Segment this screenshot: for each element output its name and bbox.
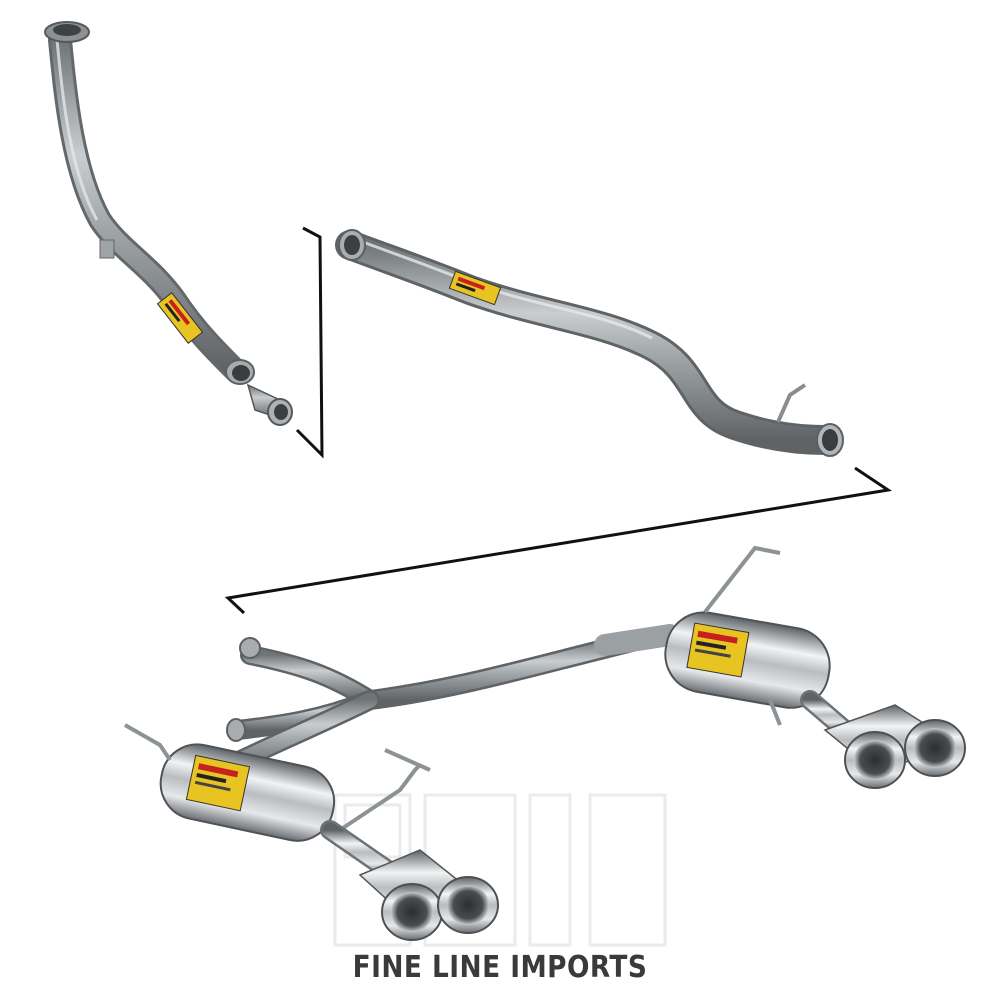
rear-exhaust-section [124,545,966,941]
right-tailpipe-tips [823,704,966,789]
downpipe [44,21,255,385]
assembly-connector-lines [224,226,893,615]
connector-sleeve [246,383,293,426]
watermark-monogram [333,793,667,947]
mid-pipe [335,229,844,457]
left-muffler [124,723,431,885]
left-tailpipe-tips [358,849,499,941]
brand-watermark-text: FINE LINE IMPORTS [352,950,648,985]
right-muffler [664,545,855,740]
